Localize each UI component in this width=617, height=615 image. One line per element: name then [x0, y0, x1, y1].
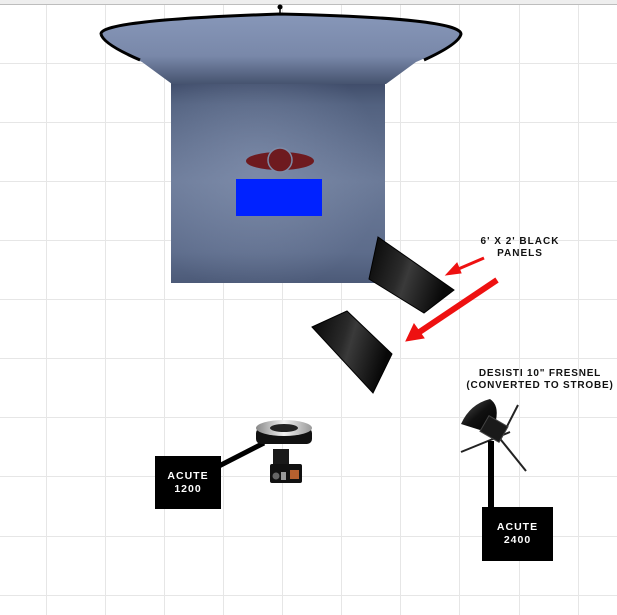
panels-label-line1: 6' X 2' BLACK	[480, 236, 560, 247]
arrow-icon	[416, 277, 499, 336]
power-pack-acute-1200: ACUTE 1200	[155, 456, 221, 509]
top-border	[0, 0, 617, 5]
subject-figure	[246, 147, 314, 173]
fresnel-label-line2: (CONVERTED TO STROBE)	[466, 380, 614, 391]
pack-2400-label-brand: ACUTE	[496, 521, 539, 533]
power-pack-acute-2400: ACUTE 2400	[482, 507, 553, 561]
subject-table	[236, 179, 322, 216]
fresnel-label: DESISTI 10" FRESNEL (CONVERTED TO STROBE…	[460, 368, 617, 392]
fresnel-label-line1: DESISTI 10" FRESNEL	[478, 368, 602, 379]
black-panel-upper	[368, 236, 455, 314]
pack-2400-label-model: 2400	[503, 534, 532, 546]
arrow-icon	[455, 256, 485, 272]
pack-1200-label-brand: ACUTE	[167, 469, 209, 482]
sync-cable	[217, 440, 266, 469]
panels-label-line2: PANELS	[497, 248, 543, 259]
panels-label: 6' X 2' BLACK PANELS	[470, 236, 570, 260]
black-panel-lower	[311, 310, 393, 394]
pack-1200-label-model: 1200	[174, 482, 202, 495]
